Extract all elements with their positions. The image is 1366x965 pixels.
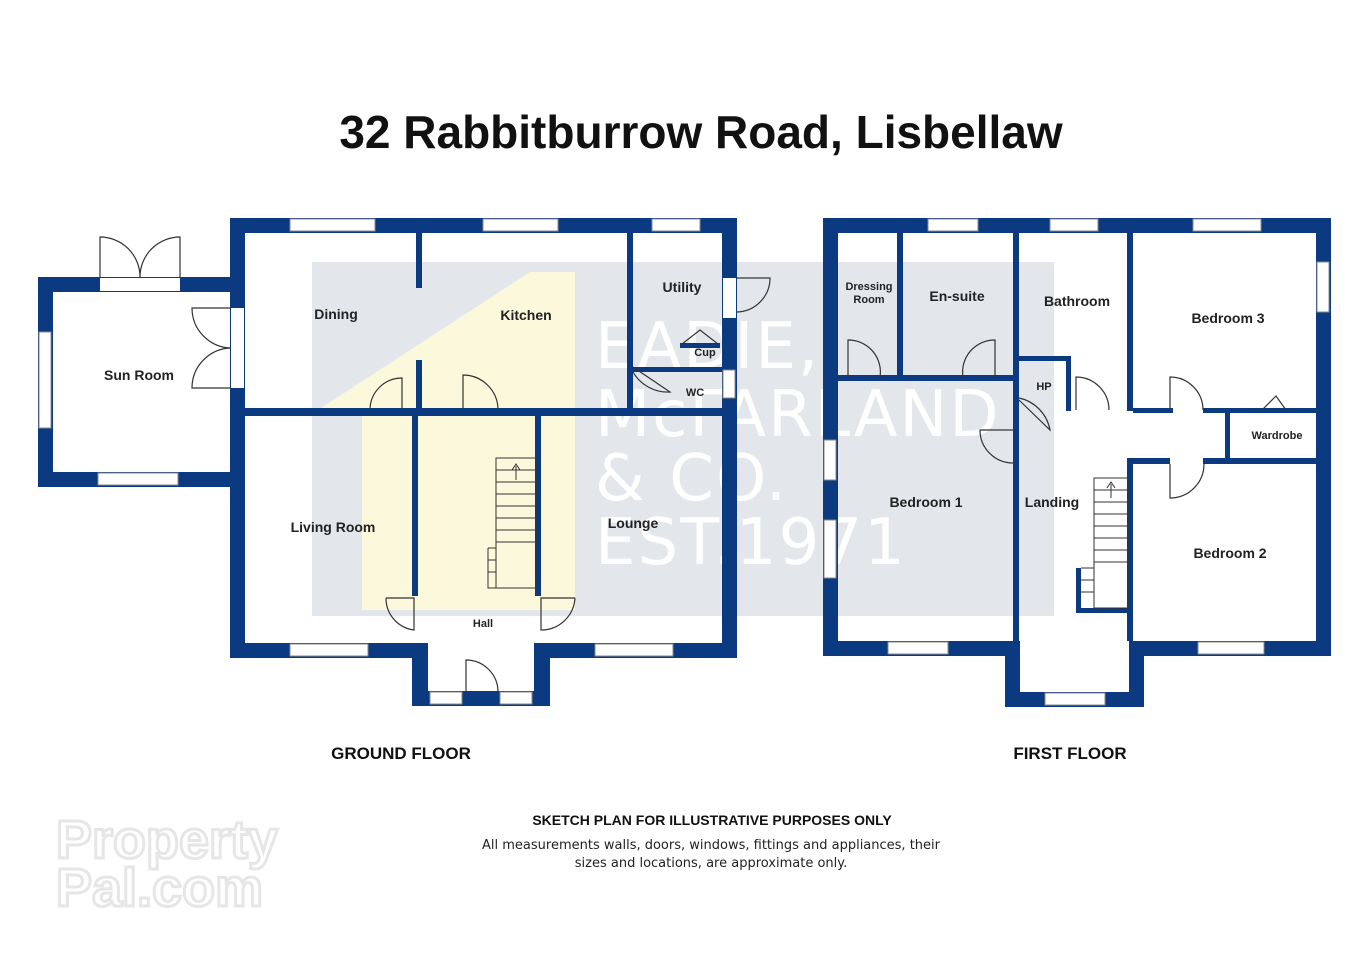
- logo-line-2: Pal.com: [56, 858, 263, 918]
- room-label-hp: HP: [1036, 381, 1051, 393]
- room-label-bathroom: Bathroom: [1044, 293, 1110, 309]
- ground-floor-doors: [99, 236, 771, 693]
- first-floor-stairs: [1081, 477, 1129, 609]
- room-label-bedroom-3: Bedroom 3: [1191, 310, 1264, 326]
- room-label-bedroom-1: Bedroom 1: [889, 494, 962, 510]
- room-label-utility: Utility: [663, 279, 702, 295]
- room-label-dressing-2: Room: [853, 294, 884, 306]
- propertypal-logo: Property Pal.com: [55, 809, 280, 920]
- first-floor-caption: FIRST FLOOR: [1013, 744, 1126, 763]
- room-label-dressing-1: Dressing: [845, 281, 892, 293]
- logo-line-1: Property: [56, 810, 278, 870]
- room-label-cup: Cup: [694, 347, 716, 359]
- room-label-wc: WC: [686, 387, 704, 399]
- room-label-kitchen: Kitchen: [500, 307, 551, 323]
- room-label-en-suite: En-suite: [929, 288, 984, 304]
- room-label-bedroom-2: Bedroom 2: [1193, 545, 1266, 561]
- page-title: 32 Rabbitburrow Road, Lisbellaw: [339, 106, 1063, 158]
- ground-floor-caption: GROUND FLOOR: [331, 744, 471, 763]
- first-floor-windows: [823, 218, 1330, 706]
- watermark-line-3: & CO.: [595, 442, 788, 516]
- room-label-hall: Hall: [473, 618, 493, 630]
- ground-floor-stairs: [487, 457, 537, 589]
- disclaimer-heading: SKETCH PLAN FOR ILLUSTRATIVE PURPOSES ON…: [532, 812, 892, 828]
- room-labels: Sun Room Dining Kitchen Utility Cup WC L…: [104, 279, 1302, 630]
- first-floor-doors: [847, 339, 1287, 499]
- disclaimer-line-2: sizes and locations, are approximate onl…: [575, 856, 848, 871]
- room-label-wardrobe: Wardrobe: [1252, 430, 1303, 442]
- room-label-dining: Dining: [314, 306, 358, 322]
- agency-watermark: EADIE, McFARLAND & CO. EST.1971: [312, 262, 1054, 616]
- room-label-sun-room: Sun Room: [104, 367, 174, 383]
- room-label-lounge: Lounge: [608, 515, 659, 531]
- room-label-landing: Landing: [1025, 494, 1079, 510]
- room-label-living-room: Living Room: [291, 519, 376, 535]
- watermark-line-4: EST.1971: [595, 506, 907, 580]
- ground-floor-windows: [38, 218, 736, 705]
- disclaimer-line-1: All measurements walls, doors, windows, …: [482, 838, 941, 853]
